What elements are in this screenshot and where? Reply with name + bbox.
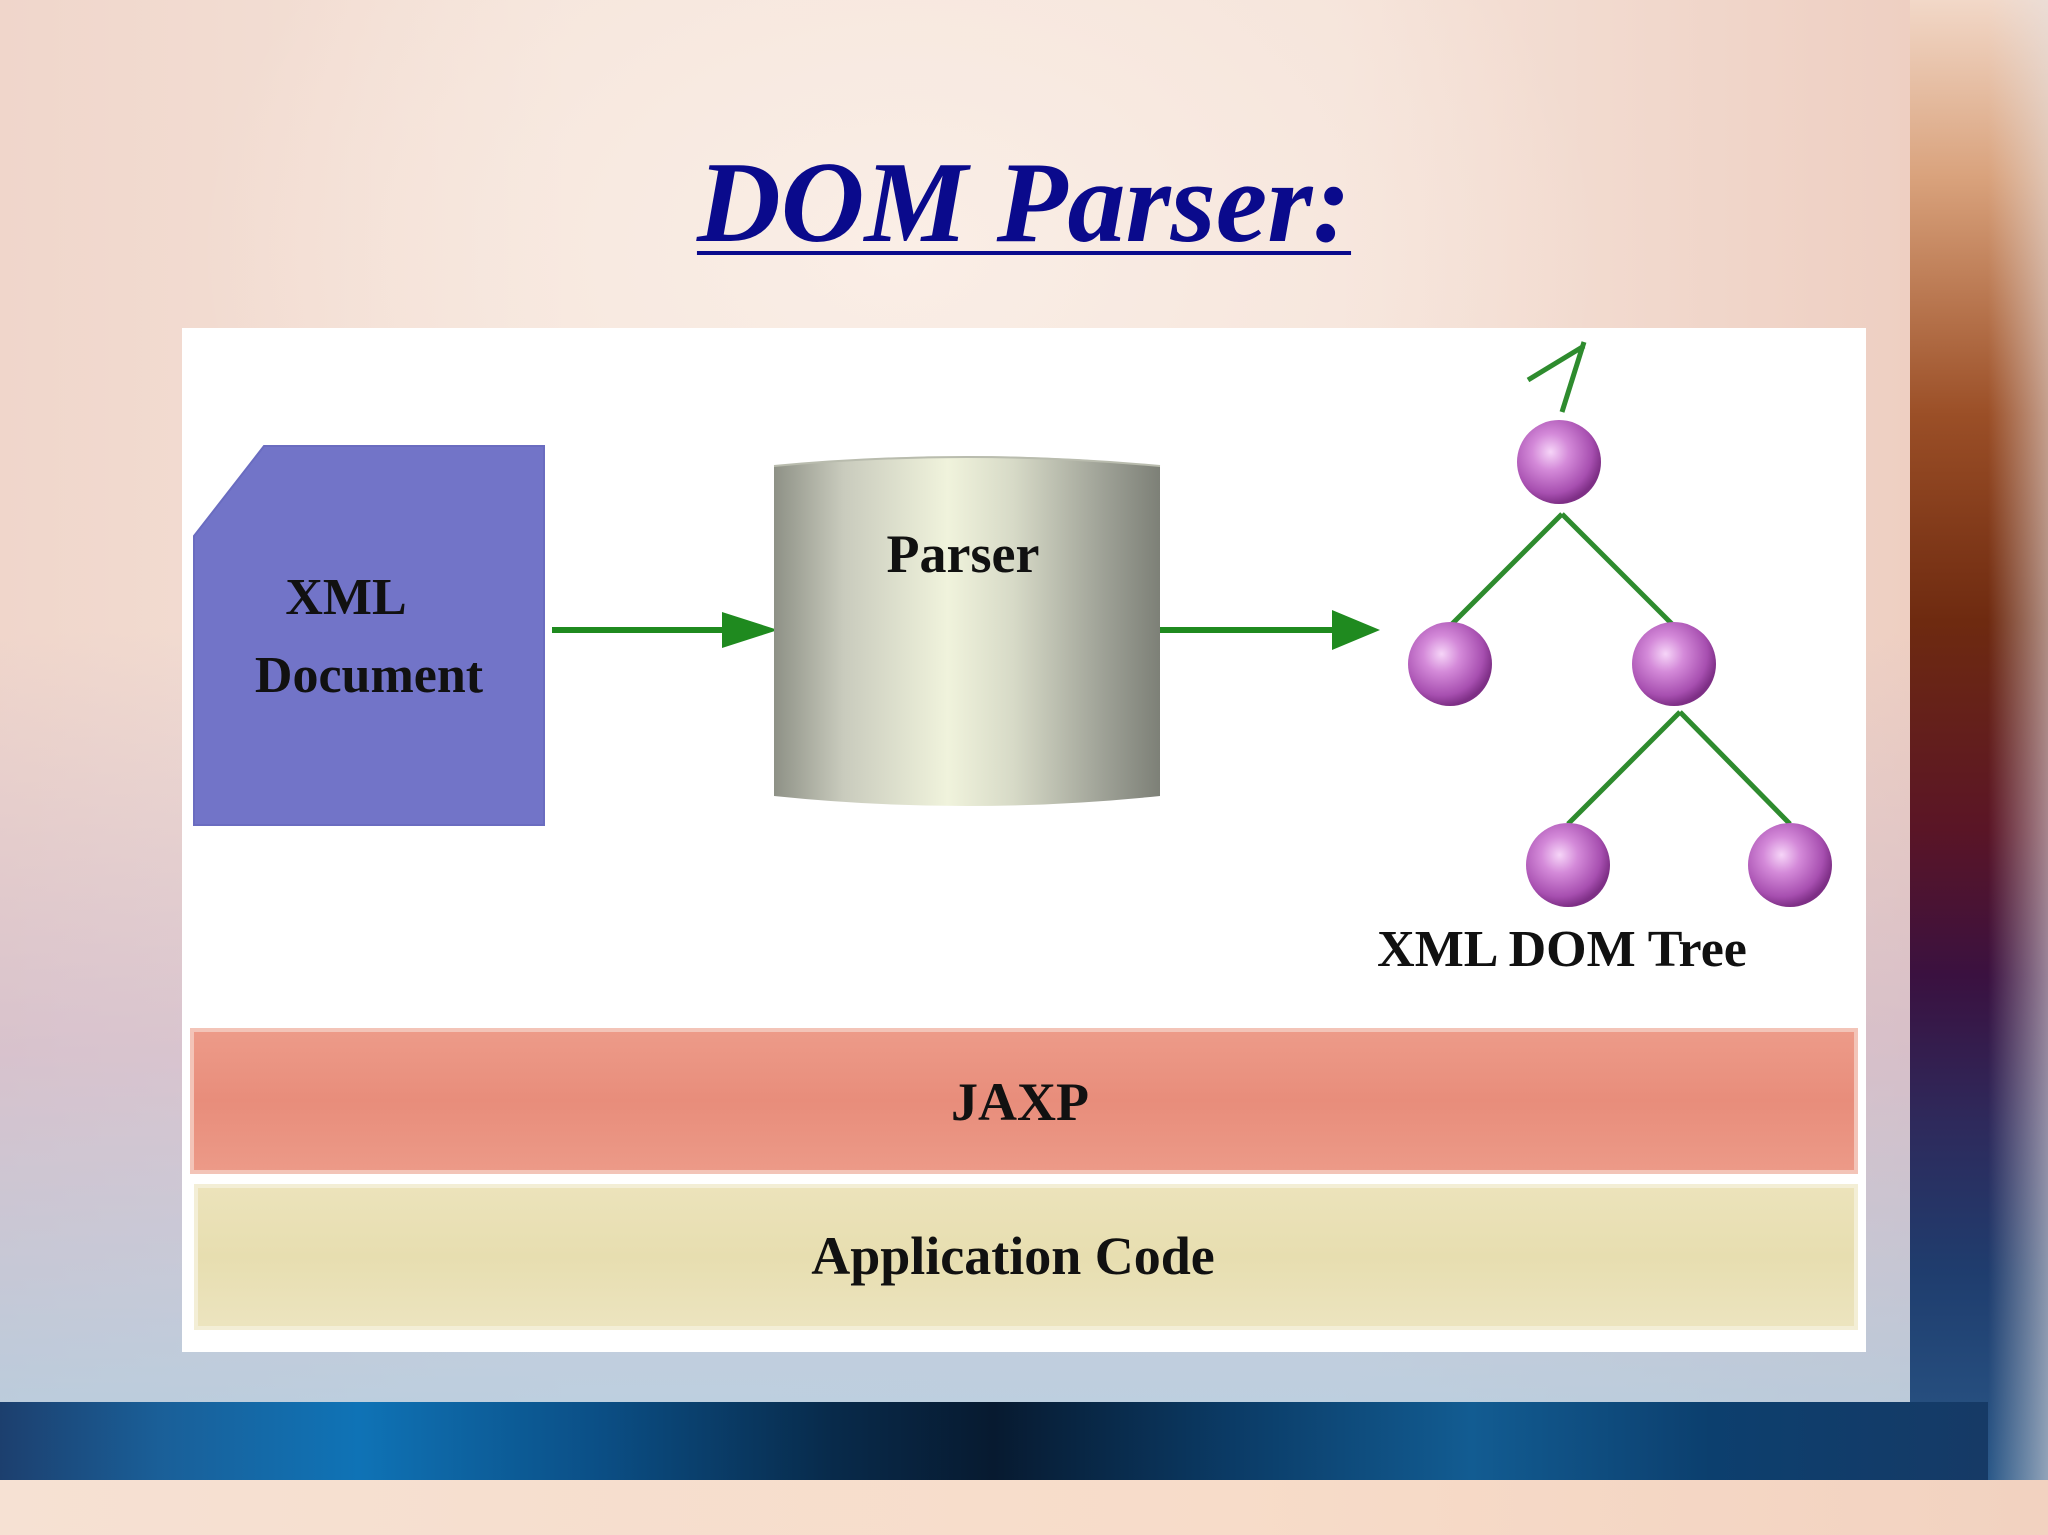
- dom-tree-label: XML DOM Tree: [1377, 921, 1747, 978]
- tree-node-leaf-right: [1748, 823, 1832, 907]
- tree-node-root: [1517, 420, 1601, 504]
- arrow-parser-to-tree: [1160, 610, 1380, 650]
- tree-node-right: [1632, 622, 1716, 706]
- jaxp-label: JAXP: [951, 1072, 1089, 1132]
- right-band-edge: [1988, 0, 2048, 1480]
- xml-document-label-line1: XML: [285, 569, 406, 626]
- dom-parser-diagram: XML Document Parser: [182, 328, 1866, 1352]
- arrow-document-to-parser: [552, 612, 778, 648]
- tree-edge-root-left: [1450, 512, 1564, 626]
- tree-edge-root-stem: [1559, 341, 1587, 413]
- jaxp-layer: JAXP: [190, 1028, 1858, 1174]
- bottom-strip: [0, 1480, 2048, 1535]
- dom-tree: XML DOM Tree: [1377, 341, 1832, 978]
- parser-label: Parser: [887, 524, 1040, 584]
- tree-edge-mid-right: [1678, 710, 1792, 826]
- diagram-canvas: XML Document Parser: [190, 341, 1858, 1330]
- application-code-layer: Application Code: [194, 1184, 1858, 1330]
- xml-document-label-line2: Document: [255, 647, 484, 704]
- tree-node-leaf-left: [1526, 823, 1610, 907]
- bottom-decorative-band: [0, 1402, 1988, 1480]
- slide-title: DOM Parser:: [696, 139, 1352, 267]
- tree-node-left: [1408, 622, 1492, 706]
- xml-document-shape: XML Document: [193, 445, 545, 826]
- tree-edge-mid-left: [1566, 710, 1682, 826]
- parser-cylinder: Parser: [773, 456, 1161, 806]
- xml-document-page: [193, 445, 545, 826]
- tree-edge-root-right: [1560, 512, 1674, 626]
- application-code-label: Application Code: [811, 1226, 1215, 1286]
